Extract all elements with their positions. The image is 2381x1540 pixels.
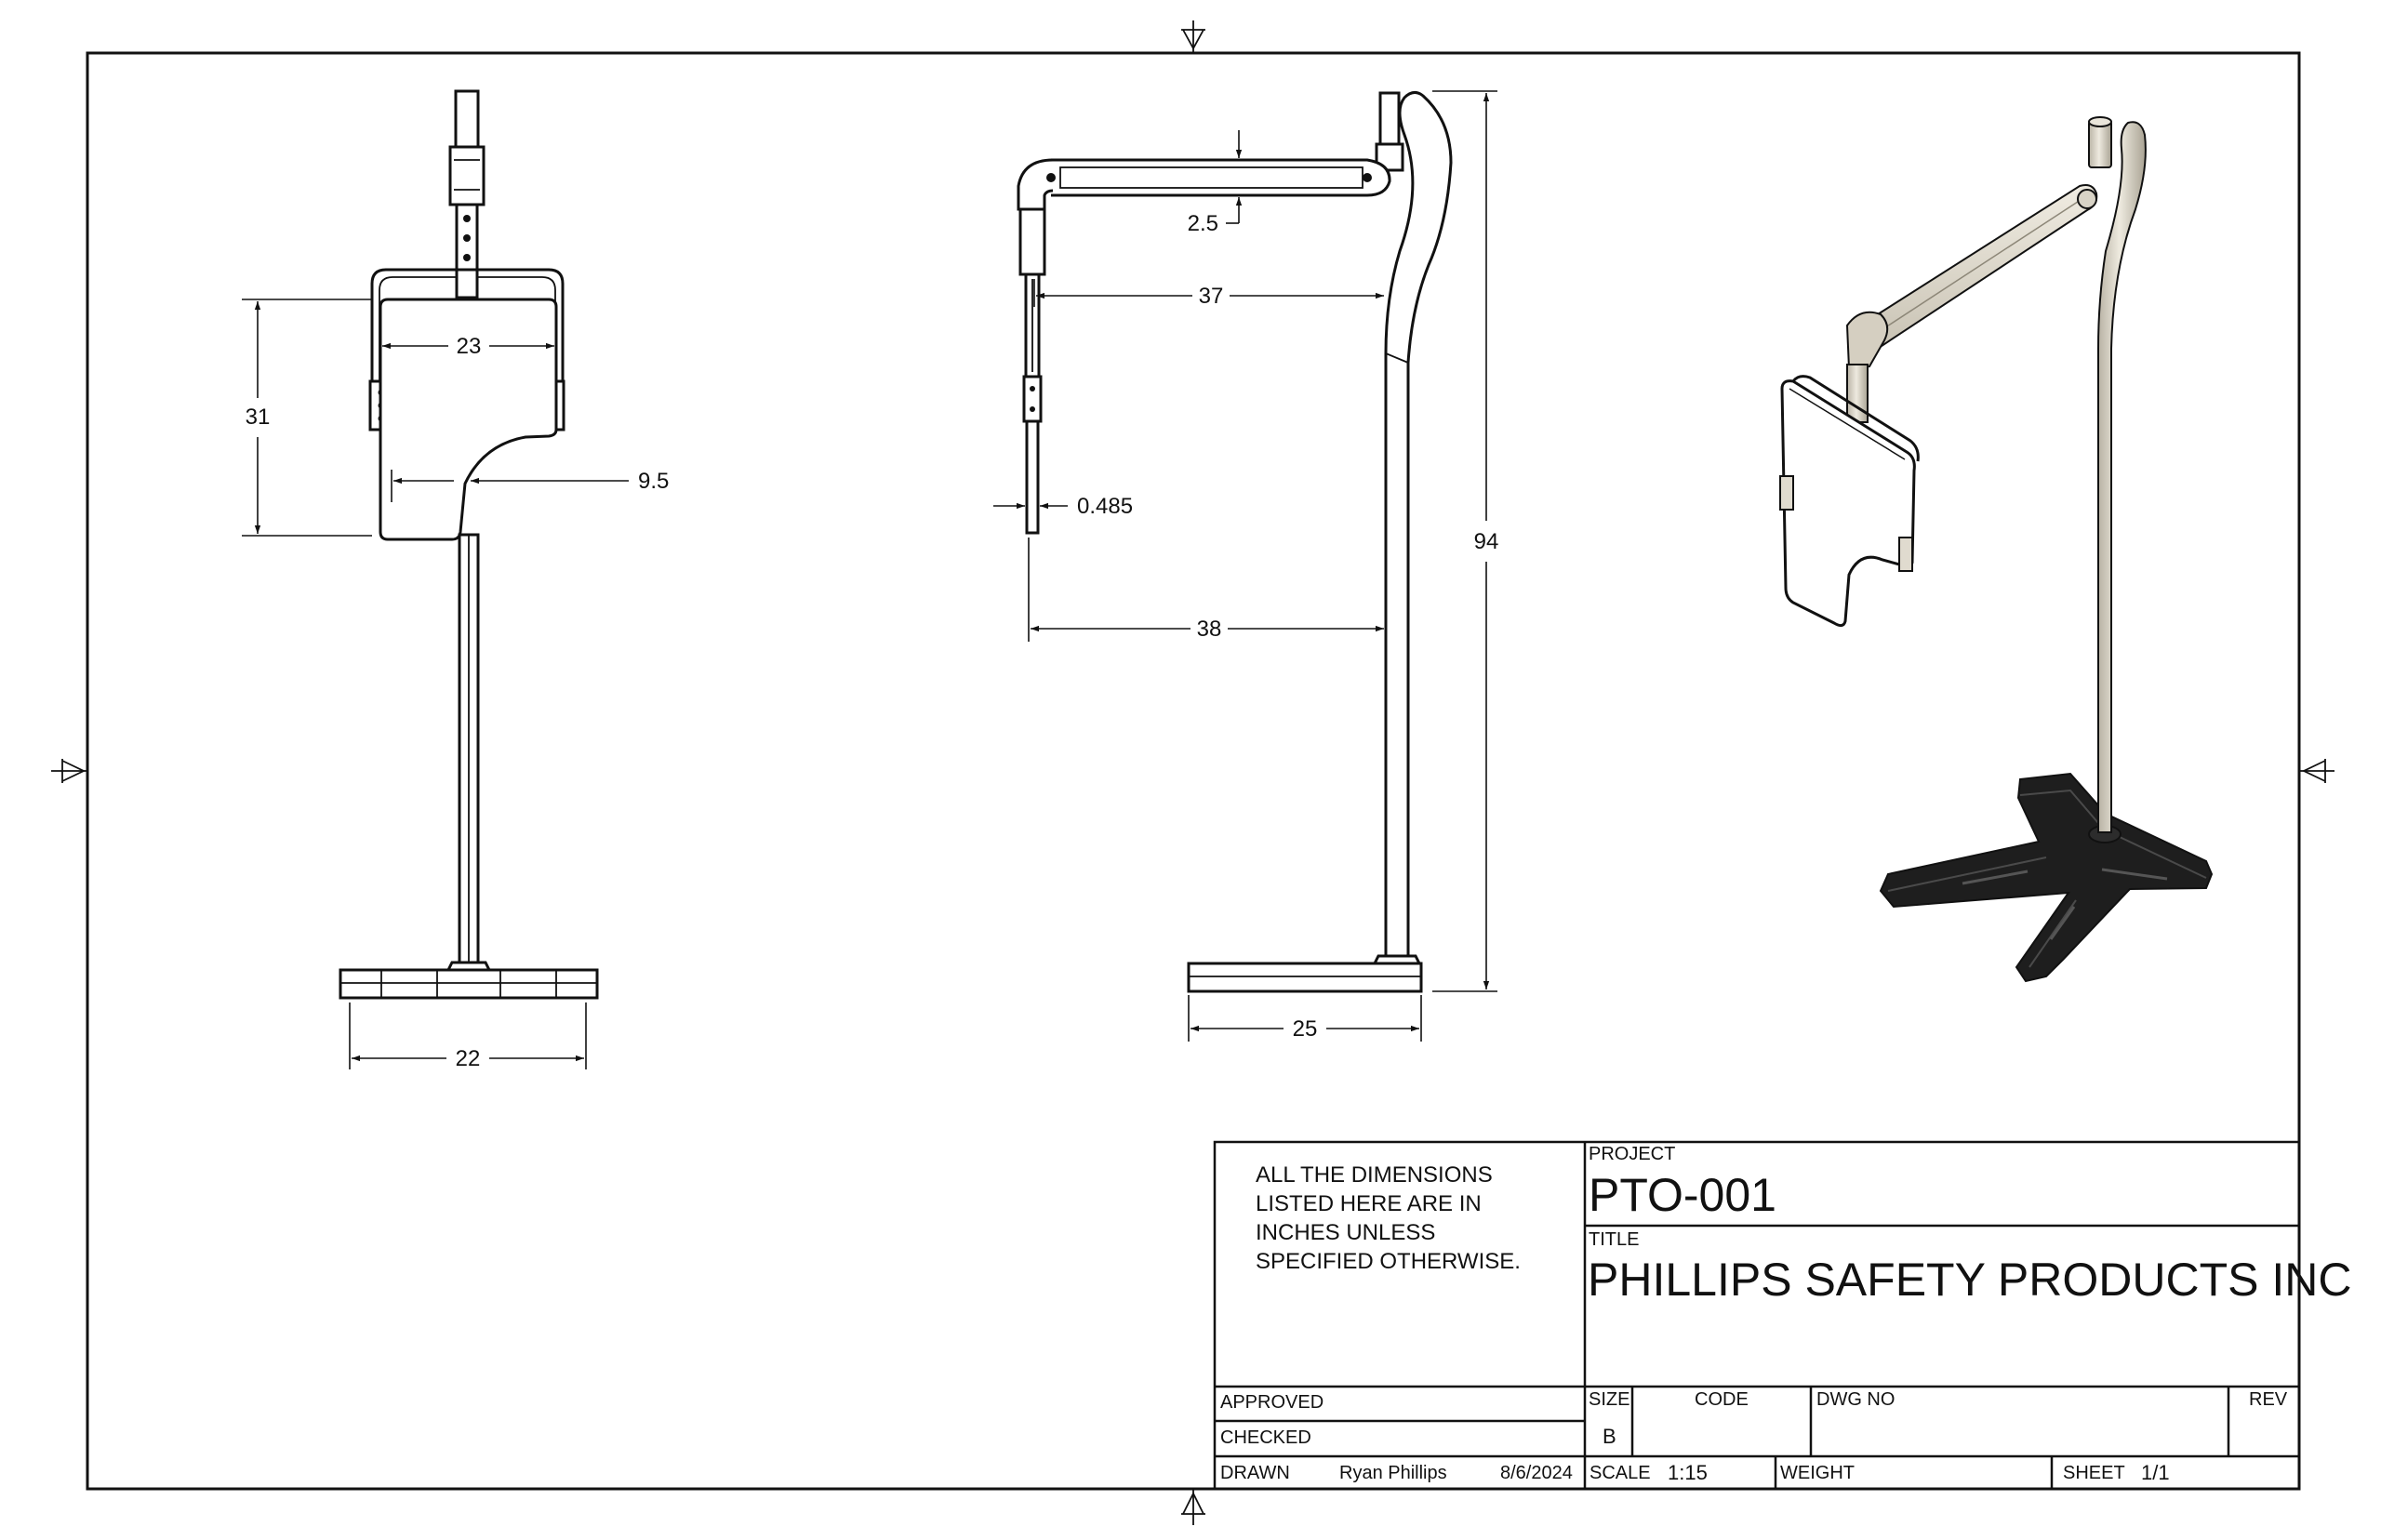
centering-mark-right	[2299, 759, 2334, 783]
front-base	[339, 968, 599, 1000]
side-elbow	[1017, 158, 1054, 211]
dim-side-overall-height: 94	[1474, 529, 1499, 554]
title-block-frame	[1213, 1140, 2301, 1491]
side-arm	[1051, 158, 1391, 197]
scale-value: 1:15	[1668, 1461, 1708, 1484]
isometric-view	[1779, 116, 2214, 983]
iso-pole	[2097, 121, 2147, 833]
iso-base	[1879, 772, 2214, 983]
iso-arm	[1858, 184, 2098, 353]
side-base	[1187, 962, 1423, 993]
approved-label: APPROVED	[1220, 1392, 1324, 1413]
centering-mark-bottom	[1181, 1489, 1205, 1525]
front-view: 23 31 9.5 22	[242, 89, 669, 1071]
checked-label: CHECKED	[1220, 1427, 1311, 1448]
sheet-value: 1/1	[2141, 1461, 2170, 1484]
size-value: B	[1603, 1425, 1616, 1448]
drawn-by: Ryan Phillips	[1339, 1463, 1447, 1483]
sheet-label: SHEET	[2063, 1463, 2125, 1483]
project-number: PTO-001	[1589, 1169, 1776, 1221]
dim-front-plate-width: 23	[457, 334, 482, 359]
title-label: TITLE	[1589, 1229, 1640, 1250]
weight-label: WEIGHT	[1780, 1463, 1855, 1483]
dim-side-base-depth: 25	[1293, 1016, 1318, 1042]
dim-side-plate-reach: 38	[1197, 617, 1222, 642]
iso-shield-plate	[1780, 379, 1916, 628]
code-label: CODE	[1695, 1389, 1749, 1410]
front-mast-top	[454, 89, 480, 149]
rev-label: REV	[2249, 1389, 2288, 1410]
centering-mark-left	[51, 759, 87, 783]
dim-front-plate-height: 31	[246, 405, 271, 430]
size-label: SIZE	[1589, 1389, 1630, 1410]
side-shield-edge	[1025, 419, 1040, 535]
dim-front-base-width: 22	[456, 1046, 481, 1071]
drawn-label: DRAWN	[1220, 1463, 1290, 1483]
dim-side-arm-thickness: 2.5	[1188, 211, 1218, 236]
scale-label: SCALE	[1590, 1463, 1651, 1483]
dwg-no-label: DWG NO	[1816, 1389, 1895, 1410]
iso-elbow	[1845, 311, 1889, 370]
side-collar	[1378, 91, 1401, 153]
centering-mark-top	[1181, 20, 1205, 53]
project-label: PROJECT	[1589, 1144, 1676, 1164]
dim-front-cutout: 9.5	[638, 469, 669, 494]
drawing-title: PHILLIPS SAFETY PRODUCTS INC	[1588, 1254, 2352, 1306]
dimension-note: ALL THE DIMENSIONS LISTED HERE ARE IN IN…	[1256, 1162, 1521, 1274]
side-view: 2.5 37 0.485 38 94 25	[993, 90, 1499, 1042]
dim-side-plate-thickness: 0.485	[1077, 494, 1133, 519]
side-drop-tube	[1018, 207, 1046, 276]
drawn-date: 8/6/2024	[1500, 1463, 1573, 1483]
dim-side-arm-reach: 37	[1199, 284, 1224, 309]
side-mast	[1384, 91, 1453, 962]
front-clamp	[448, 145, 486, 206]
